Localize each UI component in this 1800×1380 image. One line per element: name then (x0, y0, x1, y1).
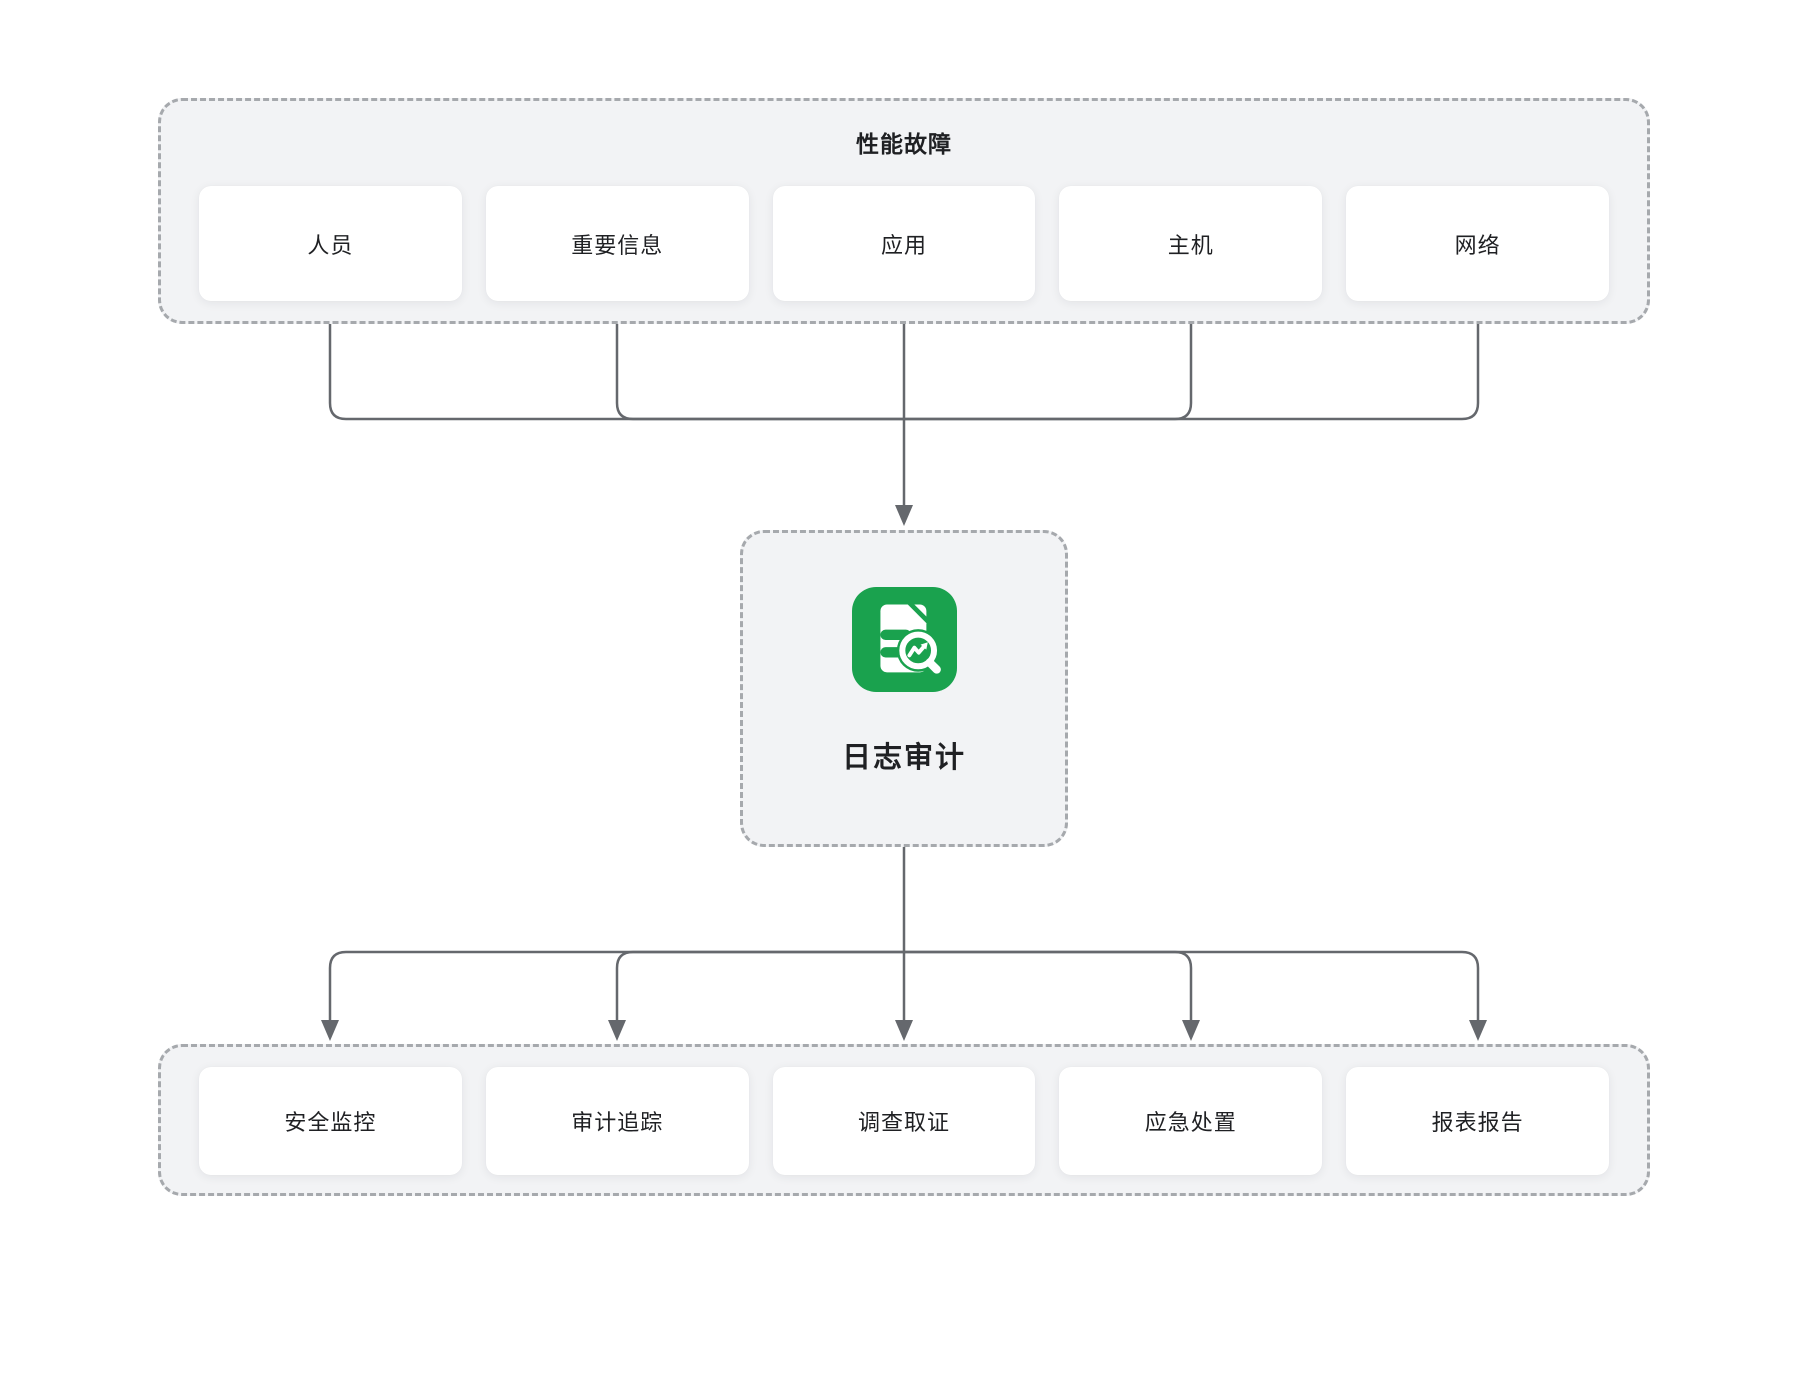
node-security-monitoring: 安全监控 (199, 1067, 462, 1175)
node-important-info-label: 重要信息 (571, 232, 664, 258)
node-security-monitoring-label: 安全监控 (284, 1110, 377, 1135)
connector-host-line (904, 324, 1193, 421)
top-connectors (328, 324, 1480, 526)
arrowhead-emergency (1182, 1020, 1200, 1041)
node-network-label: 网络 (1454, 232, 1501, 258)
arrowhead-to-log-audit (895, 505, 913, 526)
node-log-audit-label: 日志审计 (841, 742, 966, 774)
node-network: 网络 (1346, 186, 1609, 301)
top-group-title: 性能故障 (856, 131, 952, 157)
node-audit-trail: 审计追踪 (485, 1067, 749, 1175)
top-group-cards: 人员 重要信息 应用 主机 网络 (199, 186, 1609, 301)
log-audit-icon (851, 587, 957, 692)
arrowhead-audit-trail (608, 1020, 626, 1041)
node-emergency-response: 应急处置 (1059, 1067, 1323, 1175)
connector-security-line (328, 950, 904, 1022)
arrowhead-security (321, 1020, 339, 1041)
node-investigation-forensics: 调查取证 (772, 1067, 1036, 1175)
connector-important-info-line (615, 324, 904, 421)
bottom-connectors (321, 847, 1487, 1041)
magnifier-handle (925, 658, 941, 674)
node-investigation-forensics-label: 调查取证 (857, 1110, 950, 1135)
connector-emergency-line (904, 950, 1193, 1022)
document-fold (913, 604, 926, 617)
node-host: 主机 (1059, 186, 1323, 301)
bottom-group-cards: 安全监控 审计追踪 调查取证 应急处置 报表报告 (199, 1067, 1609, 1175)
trend-line (906, 644, 926, 658)
connector-report-line (904, 950, 1480, 1022)
node-audit-trail-label: 审计追踪 (571, 1110, 664, 1135)
node-personnel-label: 人员 (307, 232, 354, 258)
node-host-label: 主机 (1167, 232, 1214, 258)
node-important-info: 重要信息 (485, 186, 749, 301)
node-log-audit: 日志审计 (740, 530, 1068, 847)
connector-personnel-line (328, 324, 904, 421)
node-application-label: 应用 (880, 232, 927, 258)
bottom-group-capabilities: 安全监控 审计追踪 调查取证 应急处置 报表报告 (158, 1044, 1650, 1196)
node-personnel: 人员 (199, 186, 462, 301)
node-emergency-response-label: 应急处置 (1144, 1110, 1237, 1135)
trend-arrowhead (920, 642, 928, 650)
node-report-reporting-label: 报表报告 (1431, 1110, 1524, 1135)
connector-audit-trail-line (615, 950, 904, 1022)
top-group-performance-fault: 性能故障 人员 重要信息 应用 主机 网络 (158, 98, 1650, 324)
node-report-reporting: 报表报告 (1346, 1067, 1609, 1175)
node-application: 应用 (772, 186, 1036, 301)
arrowhead-report (1469, 1020, 1487, 1041)
arrowhead-investigation (895, 1020, 913, 1041)
connector-network-line (904, 324, 1480, 421)
